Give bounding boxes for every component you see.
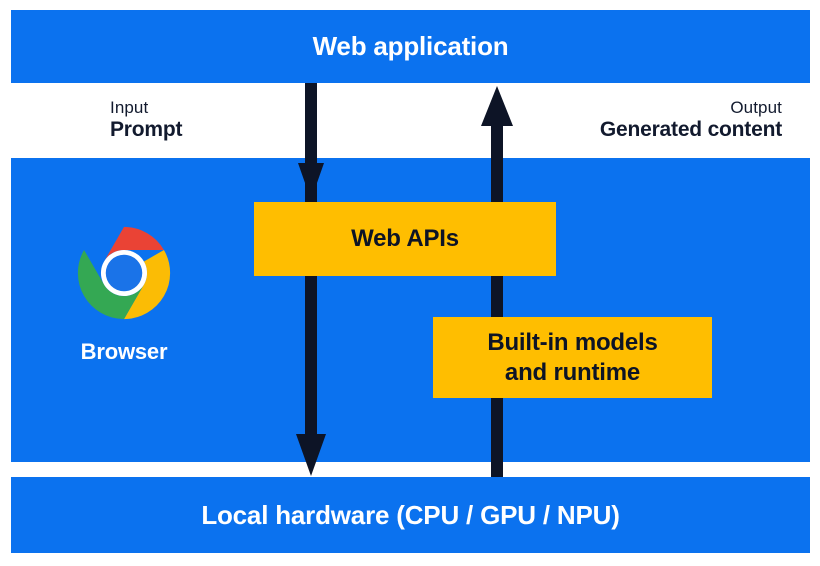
web-application-title: Web application bbox=[312, 31, 509, 61]
built-in-models-box: Built-in models and runtime bbox=[433, 317, 712, 398]
web-application-band: Web application bbox=[11, 10, 810, 83]
built-in-models-line2: and runtime bbox=[504, 358, 641, 386]
chrome-logo-icon bbox=[77, 226, 171, 320]
built-in-models-label: Built-in models and runtime bbox=[487, 328, 658, 387]
built-in-models-line1: Built-in models bbox=[487, 329, 658, 357]
browser-caption: Browser bbox=[80, 339, 168, 364]
browser-identity: Browser bbox=[64, 225, 184, 365]
output-kind-label: Output bbox=[730, 98, 782, 117]
output-value-label: Generated content bbox=[599, 118, 782, 142]
input-flow-label: Input Prompt bbox=[110, 98, 183, 143]
input-kind-label: Input bbox=[110, 98, 149, 117]
web-apis-label: Web APIs bbox=[351, 225, 459, 253]
local-hardware-title: Local hardware (CPU / GPU / NPU) bbox=[201, 500, 620, 530]
output-flow-label: Output Generated content bbox=[600, 98, 782, 143]
web-apis-box: Web APIs bbox=[254, 202, 556, 276]
local-hardware-band: Local hardware (CPU / GPU / NPU) bbox=[11, 477, 810, 553]
input-value-label: Prompt bbox=[110, 118, 183, 142]
